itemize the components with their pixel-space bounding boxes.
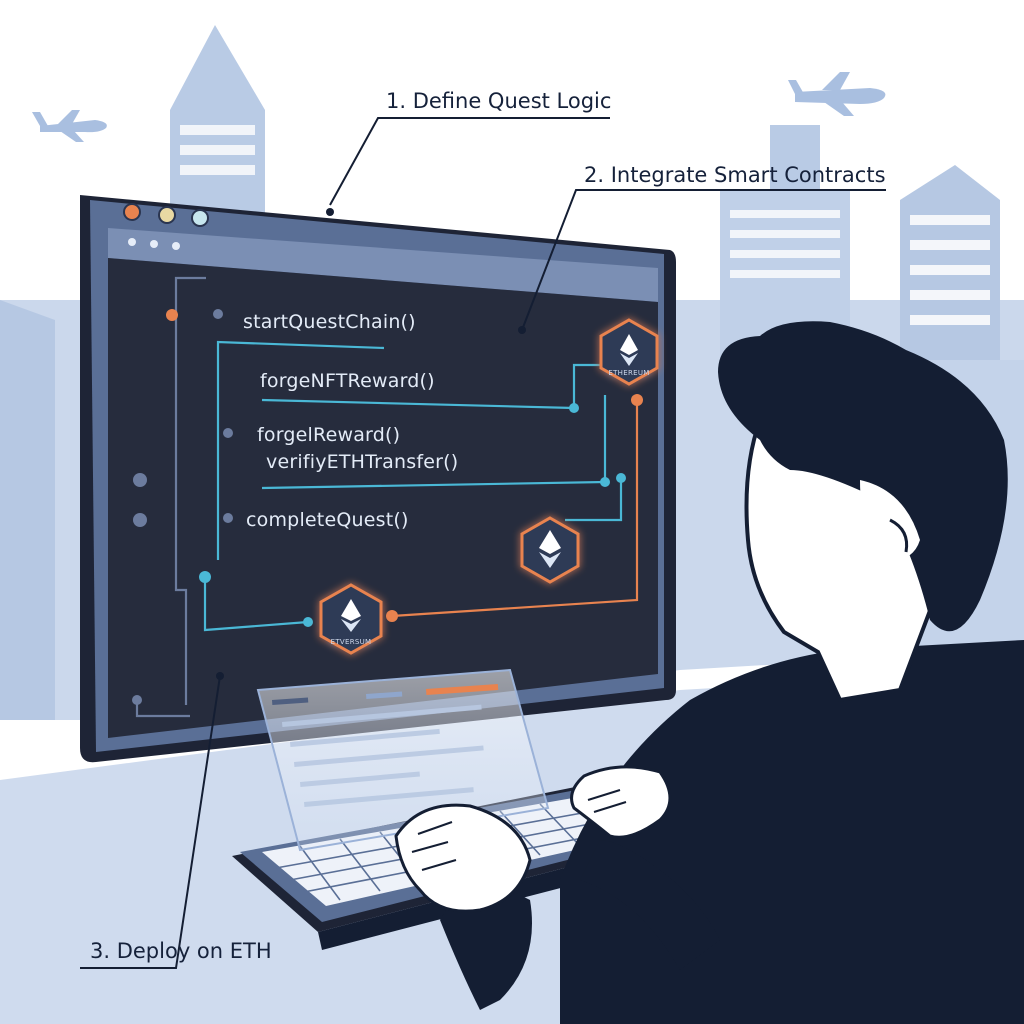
tab-dot-icon bbox=[128, 238, 136, 246]
code-flow-lines bbox=[135, 276, 639, 718]
minimize-button-icon[interactable] bbox=[158, 206, 176, 224]
monitor bbox=[80, 195, 676, 763]
ethereum-badge-middle[interactable] bbox=[520, 516, 580, 584]
function-complete-quest[interactable]: completeQuest() bbox=[246, 509, 409, 531]
person-developer bbox=[394, 321, 1024, 1024]
airplane-icon bbox=[32, 110, 107, 142]
tab-dot-icon bbox=[150, 240, 158, 248]
ethereum-diamond-icon bbox=[620, 334, 638, 366]
badge-label: ETVERSUM bbox=[331, 638, 372, 646]
tab-dot-icon bbox=[172, 242, 180, 250]
callout-integrate-smart-contracts: 2. Integrate Smart Contracts bbox=[584, 163, 886, 187]
function-start-quest-chain[interactable]: startQuestChain() bbox=[243, 311, 416, 333]
holographic-panel bbox=[256, 668, 550, 852]
ethereum-badge-top[interactable]: ETHEREUM bbox=[599, 318, 659, 386]
badge-label: ETHEREUM bbox=[608, 369, 649, 377]
maximize-button-icon[interactable] bbox=[191, 209, 209, 227]
callout-deploy-on-eth: 3. Deploy on ETH bbox=[90, 939, 272, 963]
ethereum-badge-bottom[interactable]: ETVERSUM bbox=[319, 583, 383, 655]
function-verify-eth-transfer[interactable]: verifiyETHTransfer() bbox=[266, 451, 458, 473]
airplane-icon bbox=[788, 72, 886, 116]
code-functions: startQuestChain() forgeNFTReward() forge… bbox=[243, 311, 458, 531]
function-forge-nft-reward[interactable]: forgeNFTReward() bbox=[260, 370, 435, 392]
close-button-icon[interactable] bbox=[123, 203, 141, 221]
callout-lines bbox=[80, 117, 886, 969]
callout-define-quest-logic: 1. Define Quest Logic bbox=[386, 89, 611, 113]
ethereum-diamond-icon bbox=[539, 530, 561, 568]
connection-nodes bbox=[132, 309, 643, 705]
ethereum-diamond-icon bbox=[341, 599, 361, 632]
function-forge-reward[interactable]: forgelReward() bbox=[257, 424, 400, 446]
window-buttons[interactable] bbox=[123, 203, 209, 250]
